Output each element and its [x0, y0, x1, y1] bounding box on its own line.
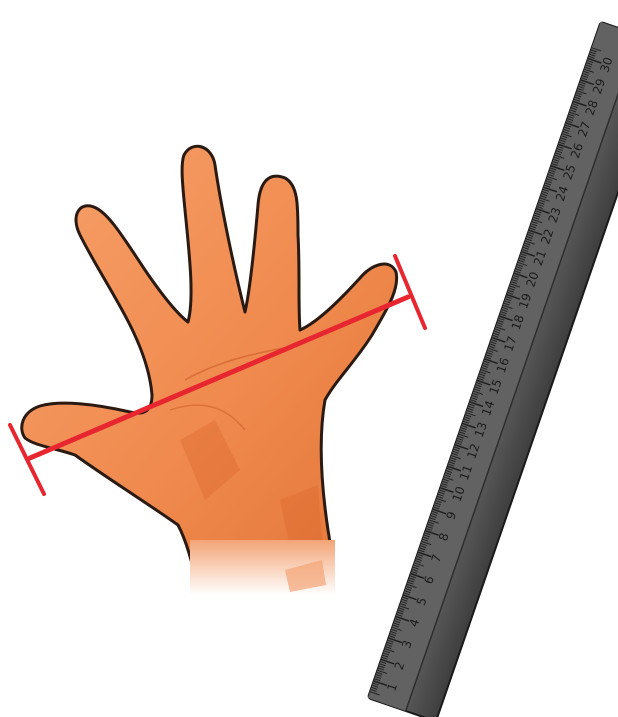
measure-end-cap-right	[395, 256, 425, 328]
ruler: 1234567891011121314151617181920212223242…	[368, 22, 618, 717]
hand	[22, 146, 397, 595]
